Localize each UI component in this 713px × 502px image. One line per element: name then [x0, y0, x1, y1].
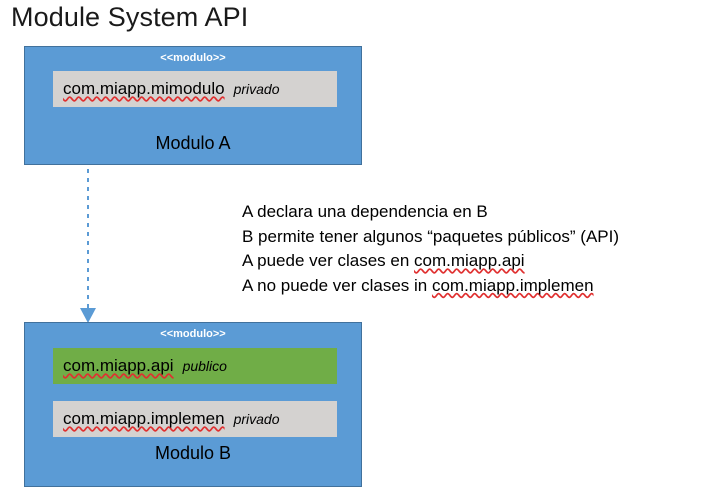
module-box-b[interactable]: <<modulo>> com.miapp.api publico com.mia…: [24, 322, 362, 487]
note-text: A puede ver clases en: [242, 251, 415, 270]
note-line: A declara una dependencia en B: [242, 200, 702, 225]
module-b-name: Modulo B: [154, 443, 232, 463]
dependency-arrow-a-to-b: [80, 160, 96, 323]
module-a-name: Modulo A: [155, 133, 231, 153]
package-visibility-label: privado: [233, 411, 280, 427]
package-name-label: com.miapp.mimodulo: [63, 79, 225, 98]
package-name-label: com.miapp.implemen: [63, 409, 225, 428]
package-visibility-label: publico: [182, 358, 227, 374]
note-line: A puede ver clases en com.miapp.api: [242, 249, 702, 274]
module-b-stereotype: <<modulo>>: [160, 328, 226, 340]
notes-block: A declara una dependencia en B B permite…: [242, 200, 702, 298]
package-bar-com-miapp-api[interactable]: com.miapp.api publico: [53, 348, 337, 384]
note-text: A declara una dependencia en B: [242, 202, 488, 221]
note-text: A no puede ver clases in: [242, 275, 432, 295]
note-misspelled-term: com.miapp.api: [414, 251, 525, 270]
note-line: B permite tener algunos “paquetes públic…: [242, 225, 702, 250]
note-text: B permite tener algunos “paquetes públic…: [242, 226, 620, 246]
dependency-arrow-head: [80, 308, 96, 323]
package-bar-com-miapp-implemen[interactable]: com.miapp.implemen privado: [53, 401, 337, 437]
note-line: A no puede ver clases in com.miapp.imple…: [242, 274, 702, 299]
module-a-stereotype: <<modulo>>: [160, 52, 226, 64]
package-visibility-label: privado: [233, 81, 280, 97]
note-misspelled-term: com.miapp.implemen: [431, 275, 594, 295]
module-box-a[interactable]: <<modulo>> com.miapp.mimodulo privado Mo…: [24, 46, 362, 165]
package-bar-com-miapp-mimodulo[interactable]: com.miapp.mimodulo privado: [53, 71, 337, 107]
package-name-label: com.miapp.api: [63, 356, 174, 375]
page-title: Module System API: [11, 2, 249, 32]
